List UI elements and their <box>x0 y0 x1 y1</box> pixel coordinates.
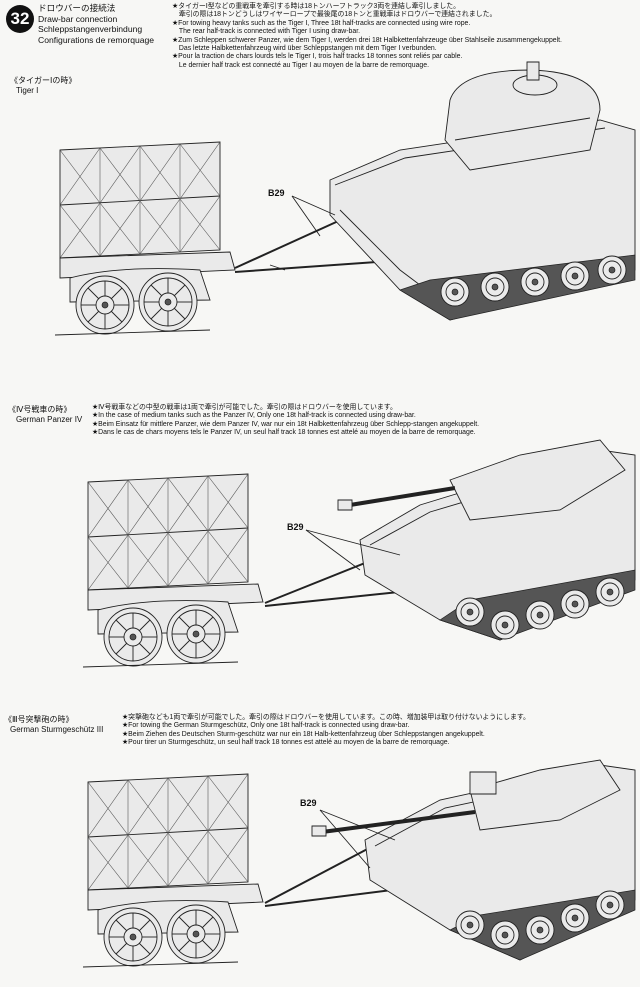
part-callout-b29: B29 <box>300 798 317 808</box>
panzer-iv-section-title: 《Ⅳ号戦車の時》 German Panzer IV <box>8 405 82 425</box>
note-line: Das letzte Halbkettenfahrzeug wird über … <box>172 45 437 53</box>
step-title-de: Schleppstangenverbindung <box>38 24 143 34</box>
note-line: Le dernier half track est connecté au Ti… <box>172 61 430 69</box>
section-title-en: German Sturmgeschütz III <box>10 725 104 734</box>
note-line: ★In the case of medium tanks such as the… <box>92 412 416 420</box>
section-title-ja: 《Ⅳ号戦車の時》 <box>8 405 72 414</box>
tiger-section-title: 《タイガーⅠの時》 Tiger I <box>10 76 76 96</box>
step-title-fr: Configurations de remorquage <box>38 34 155 45</box>
note-line: ★Beim Einsatz für mittlere Panzer, wie d… <box>92 420 480 428</box>
panzer-iv-notes: ★Ⅳ号戦車などの中型の戦車は1両で牽引が可能でした。牽引の際はドロウバーを使用し… <box>92 404 479 438</box>
note-line: ★Dans le cas de chars moyens tels le Pan… <box>92 429 476 437</box>
note-line: ★Pour tirer un Sturmgeschütz, un seul ha… <box>122 739 450 747</box>
section-title-en: Tiger I <box>16 86 39 95</box>
panzer-iv-illustration <box>83 440 635 667</box>
step-title-ja: ドロウバーの接続法 <box>38 3 116 13</box>
note-line: 牽引の際は18トンどうしはワイヤーロープで最後尾の18トンと重戦車はドロウバーで… <box>172 11 497 19</box>
stug-iii-illustration <box>83 760 635 967</box>
step-titles: ドロウバーの接続法 Draw-bar connection Schleppsta… <box>38 3 154 45</box>
note-line: ★Ⅳ号戦車などの中型の戦車は1両で牽引が可能でした。牽引の際はドロウバーを使用し… <box>92 404 397 411</box>
part-callout-b29: B29 <box>268 188 285 198</box>
step-title-en: Draw-bar connection <box>38 13 118 24</box>
section-title-ja: 《Ⅲ号突撃砲の時》 <box>4 715 74 724</box>
section-title-ja: 《タイガーⅠの時》 <box>10 76 77 85</box>
note-line: The rear half-track is connected with Ti… <box>172 28 361 36</box>
note-line: ★For towing heavy tanks such as the Tige… <box>172 19 471 27</box>
stug-iii-section-title: 《Ⅲ号突撃砲の時》 German Sturmgeschütz III <box>4 715 103 735</box>
part-callout-b29: B29 <box>287 522 304 532</box>
note-line: ★Beim Ziehen des Deutschen Sturm-geschüt… <box>122 730 485 738</box>
section-title-en: German Panzer IV <box>16 415 83 424</box>
stug-iii-notes: ★突撃砲なども1両で牽引が可能でした。牽引の際はドロウバーを使用しています。この… <box>122 714 530 748</box>
tiger-illustration <box>55 62 635 335</box>
note-line: ★Pour la traction de chars lourds tels l… <box>172 53 463 61</box>
note-line: ★突撃砲なども1両で牽引が可能でした。牽引の際はドロウバーを使用しています。この… <box>122 714 530 721</box>
note-line: ★For towing the German Sturmgeschütz, On… <box>122 722 410 730</box>
step-number-badge: 32 <box>6 5 34 33</box>
tiger-notes: ★タイガーⅠ型などの重戦車を牽引する時は18トンハーフトラック3両を連結し牽引し… <box>172 3 562 70</box>
note-line: ★タイガーⅠ型などの重戦車を牽引する時は18トンハーフトラック3両を連結し牽引し… <box>172 3 461 10</box>
note-line: ★Zum Schleppen schwerer Panzer, wie dem … <box>172 36 562 44</box>
